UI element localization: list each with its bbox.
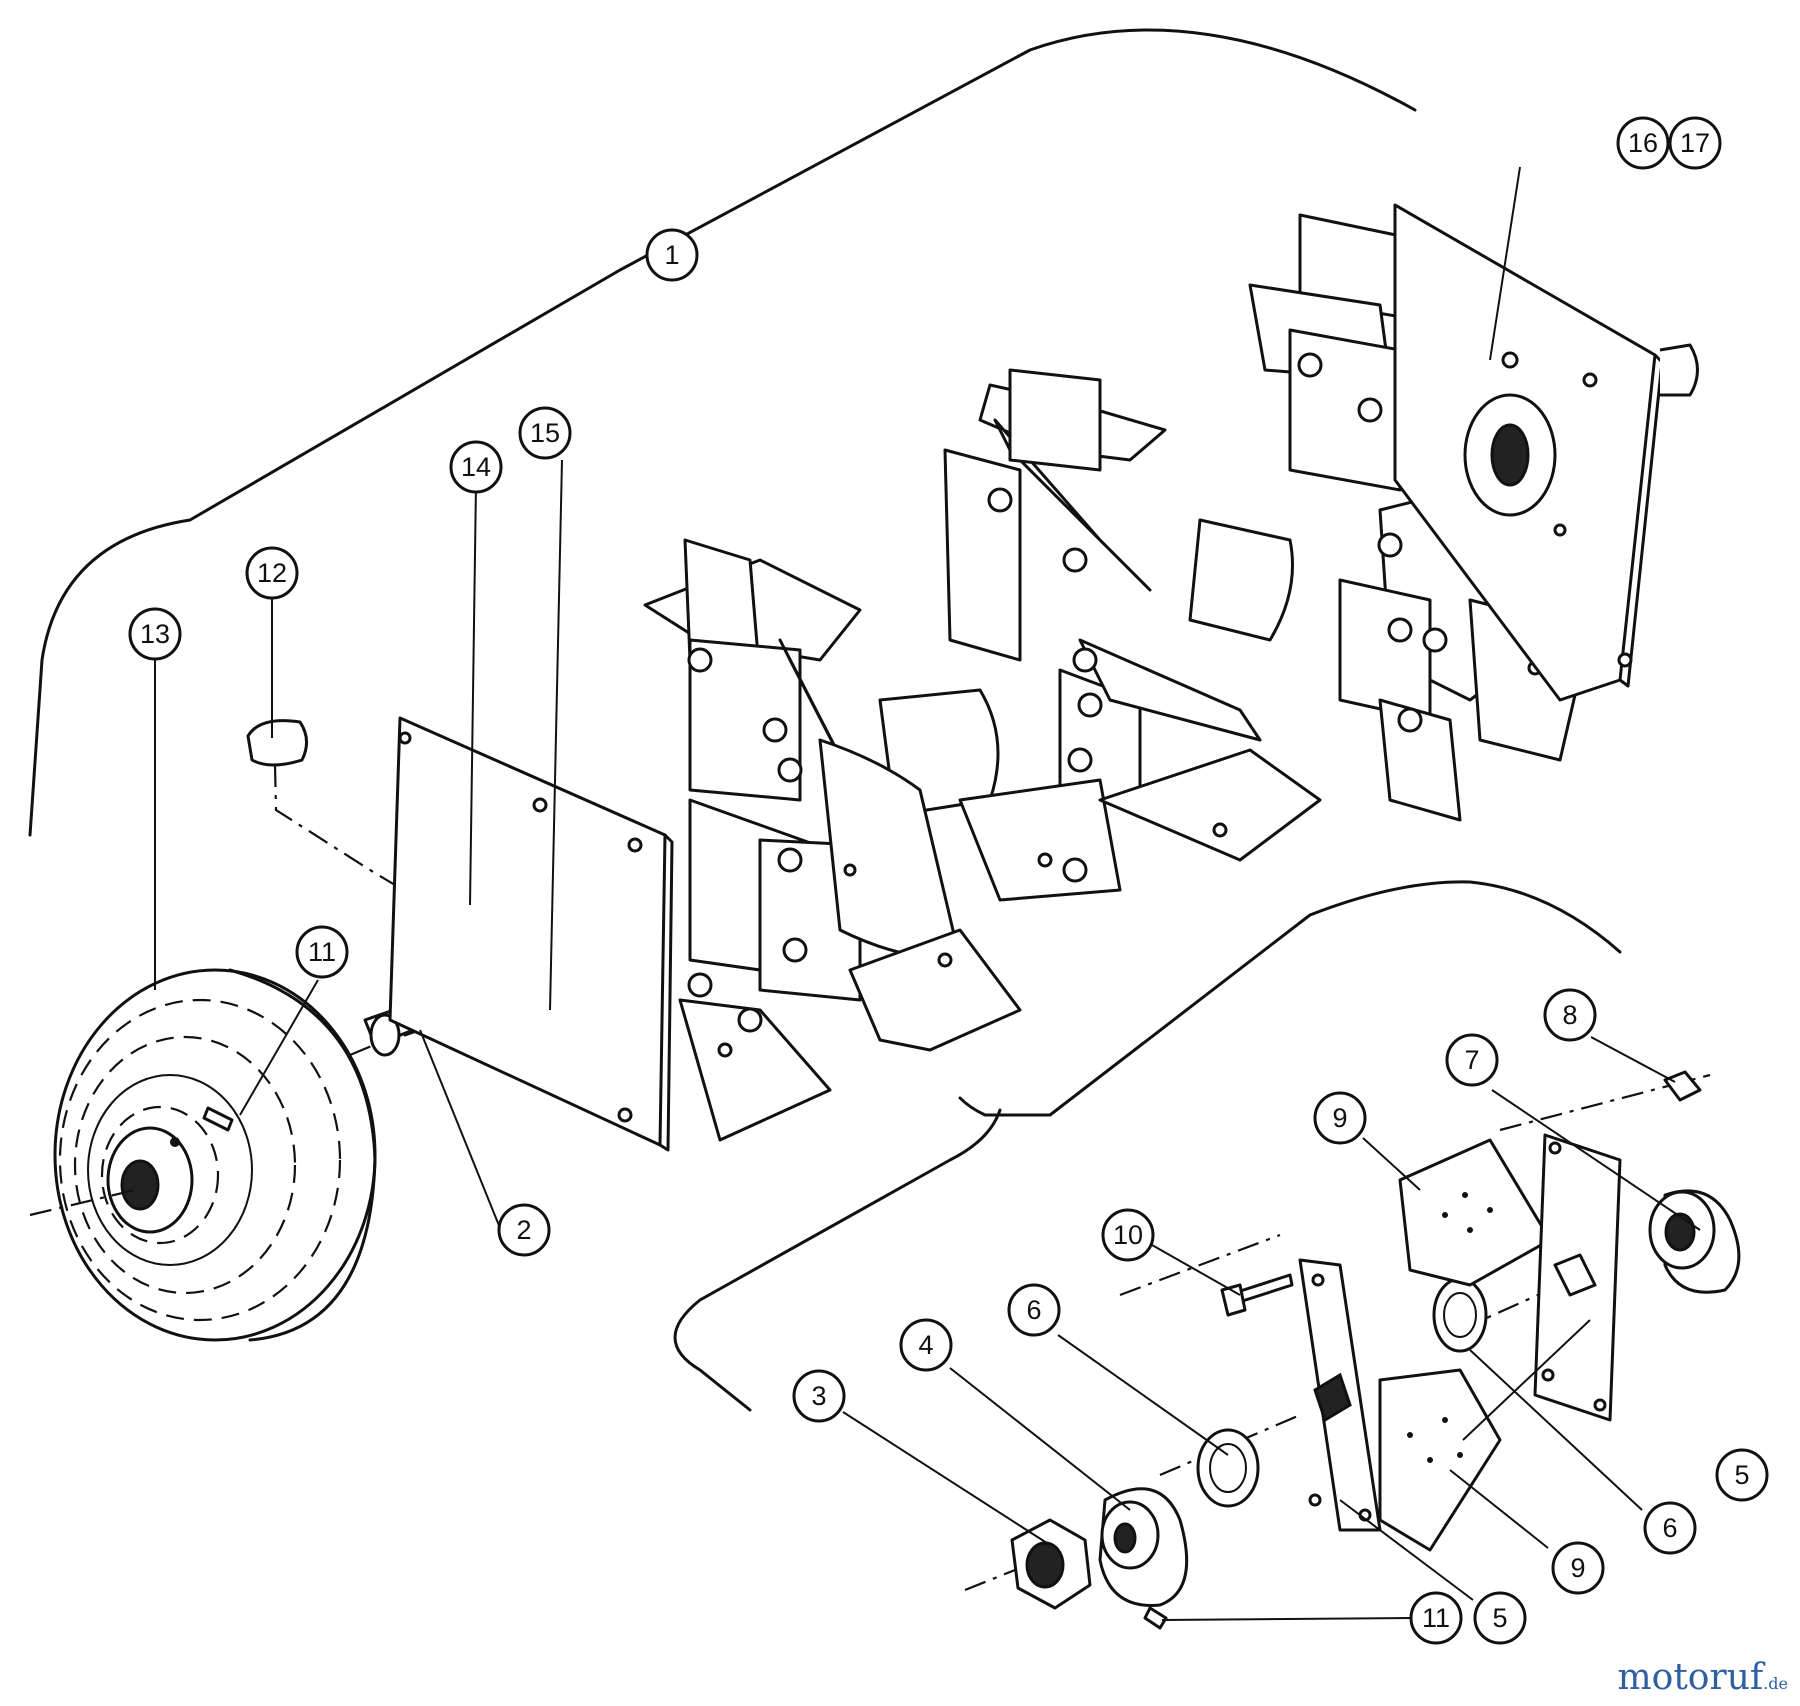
svg-text:1: 1 bbox=[664, 240, 679, 270]
svg-text:11: 11 bbox=[1422, 1603, 1450, 1633]
callout-15: 15 bbox=[518, 406, 572, 460]
callout-14: 14 bbox=[449, 440, 503, 494]
callout-2: 2 bbox=[497, 1203, 551, 1257]
callout-8: 8 bbox=[1543, 988, 1597, 1042]
svg-text:8: 8 bbox=[1562, 1000, 1577, 1030]
callout-6-right: 6 bbox=[1643, 1501, 1697, 1555]
svg-text:4: 4 bbox=[918, 1330, 933, 1360]
svg-text:16: 16 bbox=[1628, 128, 1658, 158]
pulley bbox=[29, 968, 411, 1342]
svg-text:5: 5 bbox=[1734, 1460, 1749, 1490]
callout-6-left: 6 bbox=[1007, 1283, 1061, 1337]
callout-16: 16 bbox=[1616, 116, 1670, 170]
callout-5-right: 5 bbox=[1715, 1448, 1769, 1502]
bearing-assembly-exploded bbox=[964, 1070, 1741, 1630]
callout-12: 12 bbox=[245, 546, 299, 600]
callout-17: 17 bbox=[1668, 116, 1722, 170]
set-screw-upper bbox=[202, 1106, 234, 1132]
svg-text:11: 11 bbox=[308, 937, 336, 967]
svg-text:6: 6 bbox=[1026, 1295, 1041, 1325]
callout-1: 1 bbox=[645, 228, 699, 282]
svg-text:15: 15 bbox=[530, 418, 560, 448]
watermark-logo: motoruf.de bbox=[1618, 1657, 1788, 1698]
callout-5-lower: 5 bbox=[1473, 1591, 1527, 1645]
callout-13: 13 bbox=[128, 607, 182, 661]
tine-rotor bbox=[643, 203, 1699, 1142]
callout-9-upper: 9 bbox=[1313, 1091, 1367, 1145]
watermark-brand: motoruf bbox=[1617, 1657, 1764, 1698]
svg-text:3: 3 bbox=[811, 1381, 826, 1411]
callout-3: 3 bbox=[792, 1369, 846, 1423]
callout-11-lower: 11 bbox=[1409, 1591, 1463, 1645]
svg-text:6: 6 bbox=[1662, 1513, 1677, 1543]
callout-11-upper: 11 bbox=[295, 925, 349, 979]
svg-text:12: 12 bbox=[257, 558, 287, 588]
leader-lines bbox=[154, 166, 1701, 1621]
callout-4: 4 bbox=[899, 1318, 953, 1372]
svg-text:7: 7 bbox=[1464, 1045, 1479, 1075]
end-plate-front bbox=[388, 716, 674, 1152]
svg-text:2: 2 bbox=[516, 1215, 531, 1245]
callout-7: 7 bbox=[1445, 1033, 1499, 1087]
svg-text:17: 17 bbox=[1680, 128, 1710, 158]
callout-10: 10 bbox=[1101, 1208, 1155, 1262]
callout-9-lower: 9 bbox=[1551, 1541, 1605, 1595]
svg-text:13: 13 bbox=[140, 619, 170, 649]
svg-text:10: 10 bbox=[1113, 1220, 1143, 1250]
watermark-suffix: .de bbox=[1763, 1674, 1788, 1693]
svg-text:9: 9 bbox=[1570, 1553, 1585, 1583]
housing-outline bbox=[28, 28, 1622, 1412]
svg-text:9: 9 bbox=[1332, 1103, 1347, 1133]
svg-text:14: 14 bbox=[461, 452, 491, 482]
svg-text:5: 5 bbox=[1492, 1603, 1507, 1633]
